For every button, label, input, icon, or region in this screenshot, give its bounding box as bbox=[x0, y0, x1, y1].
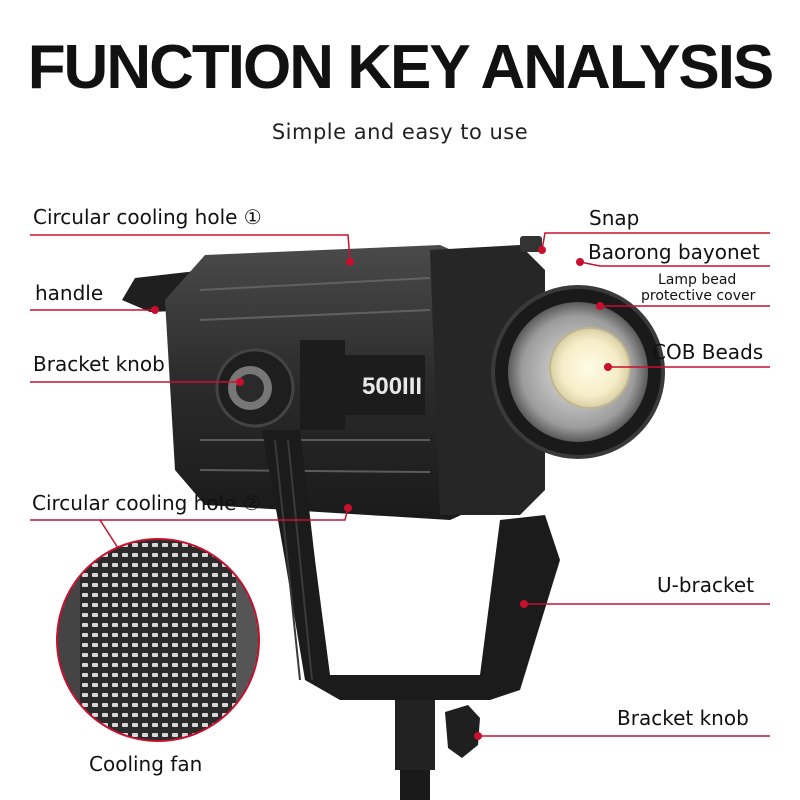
callout-u-bracket: U-bracket bbox=[657, 573, 755, 597]
leader-cooling-fan bbox=[99, 519, 119, 549]
bottom-knob-shape bbox=[445, 705, 480, 758]
leader-cooling-hole-1 bbox=[30, 234, 351, 261]
leader-bayonet bbox=[579, 261, 770, 267]
mount-stud bbox=[395, 700, 435, 770]
model-plate bbox=[345, 355, 425, 415]
callout-snap: Snap bbox=[589, 206, 640, 230]
leader-snap bbox=[541, 232, 770, 251]
callout-bracket-knob-bottom: Bracket knob bbox=[617, 706, 749, 730]
callout-cooling-hole-2: Circular cooling hole ② bbox=[32, 491, 261, 515]
model-text: 500III bbox=[362, 373, 422, 400]
snap-shape bbox=[520, 236, 542, 252]
page-title: FUNCTION KEY ANALYSIS bbox=[27, 33, 775, 102]
leader-cooling-hole-2 bbox=[30, 507, 349, 521]
cob-led bbox=[549, 327, 631, 409]
callout-bayonet: Baorong bayonet bbox=[588, 240, 760, 264]
callout-cooling-fan: Cooling fan bbox=[89, 752, 203, 776]
callout-cob-beads: COB Beads bbox=[652, 340, 764, 364]
u-bracket-shape bbox=[262, 430, 560, 700]
callout-cooling-hole-1: Circular cooling hole ① bbox=[33, 205, 262, 229]
page-subtitle: Simple and easy to use bbox=[271, 120, 529, 144]
callout-protective-cover-line2: protective cover bbox=[641, 288, 756, 304]
cooling-fan-zoom bbox=[56, 538, 260, 742]
callout-handle: handle bbox=[35, 281, 104, 305]
callout-bracket-knob-top: Bracket knob bbox=[33, 352, 165, 376]
callout-protective-cover-line1: Lamp bead bbox=[658, 272, 737, 288]
